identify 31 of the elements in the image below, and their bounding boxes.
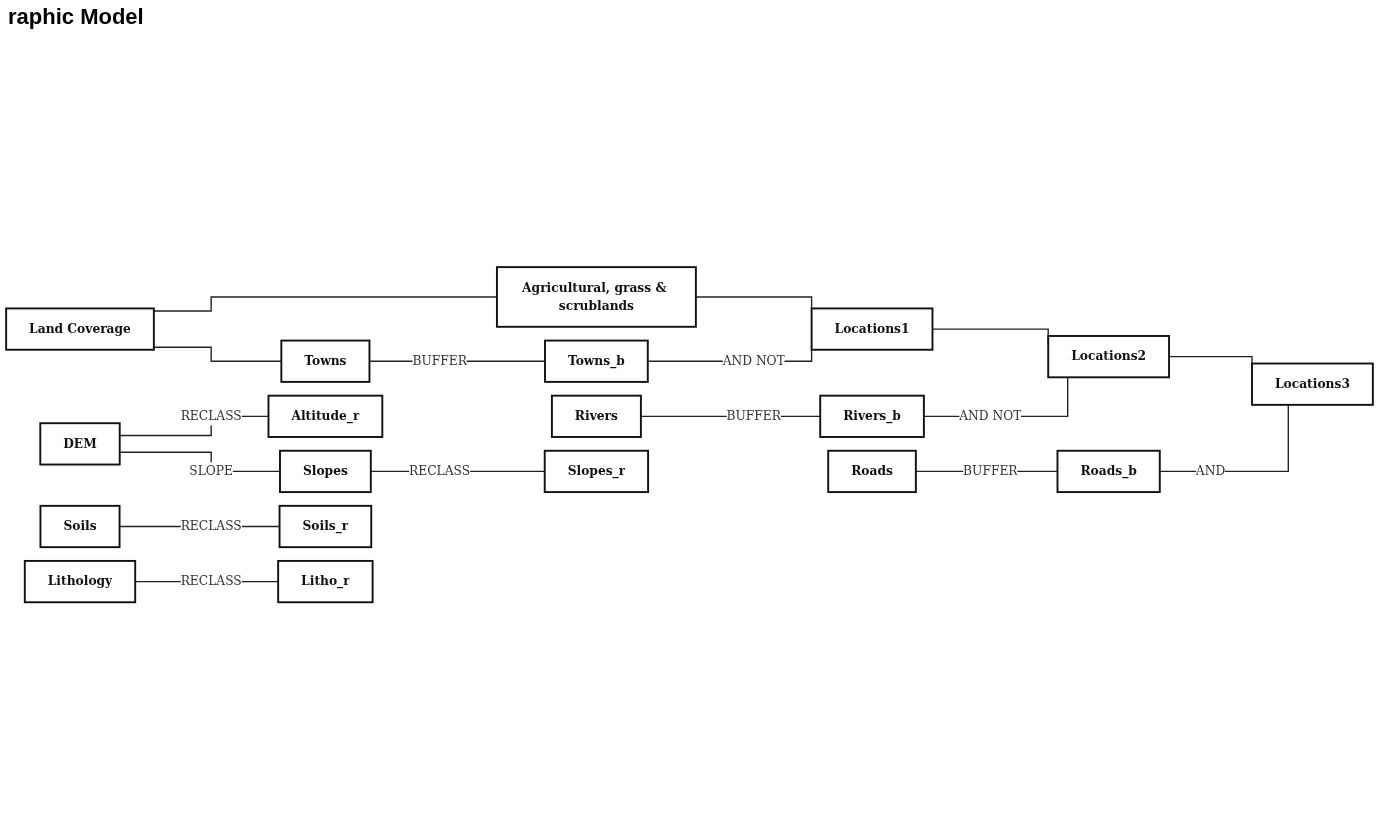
edge-label: AND NOT [722, 353, 785, 369]
node-box: Locations2 [1047, 335, 1171, 379]
node-box: Agricultural, grass & scrublands [495, 266, 697, 329]
edge-label: BUFFER [963, 464, 1018, 479]
edge-label: BUFFER [412, 353, 467, 369]
edge-label: RECLASS [180, 574, 242, 589]
node-box: Litho_r [277, 560, 374, 604]
node-box: Locations3 [1251, 362, 1374, 407]
edge-label: SLOPE [189, 464, 234, 479]
node-box: Rivers_b [819, 395, 925, 439]
node-box: DEM [39, 422, 121, 466]
node-box: Towns [280, 339, 371, 384]
edge-label: RECLASS [180, 519, 242, 534]
node-box: Soils_r [278, 505, 373, 549]
edge-label: AND [1195, 464, 1226, 479]
node-box: Roads_b [1056, 450, 1161, 494]
diagram-title: raphic Model [8, 4, 144, 30]
node-box: Slopes [279, 450, 372, 494]
node-box: Towns_b [544, 339, 649, 384]
node-box: Slopes_r [543, 450, 650, 494]
node-box: Roads [827, 450, 917, 494]
node-box: Locations1 [810, 307, 934, 352]
edge-label: RECLASS [409, 464, 471, 479]
edge-label: BUFFER [726, 408, 781, 424]
node-box: Altitude_r [267, 395, 384, 439]
edge-label: AND NOT [959, 408, 1022, 424]
node-box: Soils [39, 505, 121, 549]
node-box: Land Coverage [5, 307, 155, 352]
node-box: Lithology [23, 560, 137, 604]
edge-label: RECLASS [180, 408, 242, 424]
node-box: Rivers [550, 395, 642, 439]
